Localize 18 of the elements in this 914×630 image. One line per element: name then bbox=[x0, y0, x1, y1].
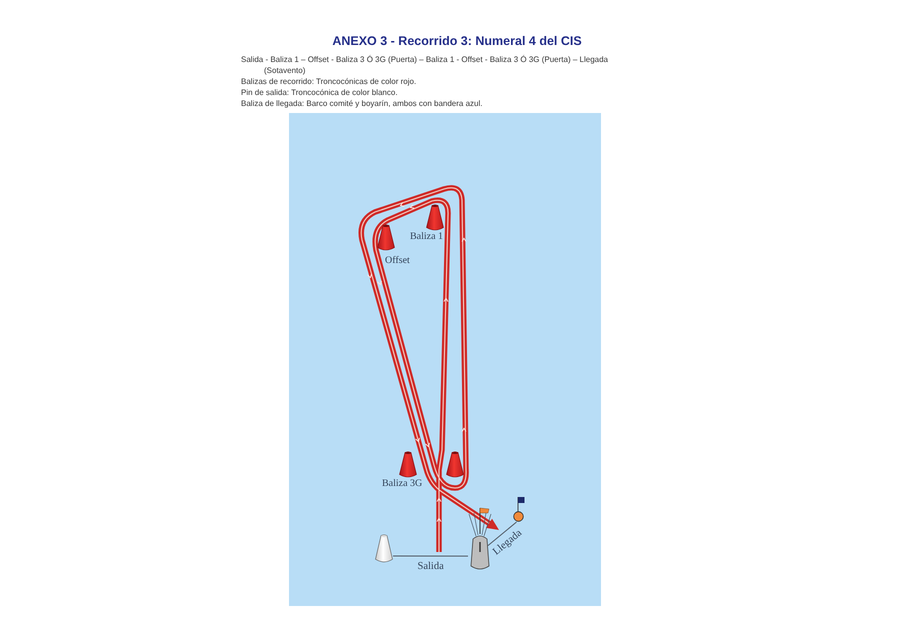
cone-marker bbox=[399, 451, 417, 478]
title: ANEXO 3 - Recorrido 3: Numeral 4 del CIS bbox=[332, 34, 582, 49]
cone-marker bbox=[377, 224, 395, 251]
cone-marker bbox=[446, 451, 464, 478]
marker-label: Offset bbox=[385, 255, 410, 267]
cone-marker bbox=[426, 204, 444, 231]
line bbox=[392, 556, 468, 557]
note-text: Salida - Baliza 1 – Offset - Baliza 3 Ó 3G (Puerta) – Baliza 1 - Offset - Baliza 3 Ó 3G (Puerta) – Llegada (Sotavento) bbox=[241, 54, 609, 76]
cone-marker bbox=[375, 534, 393, 563]
flag-buoy bbox=[512, 496, 525, 522]
boat bbox=[468, 506, 492, 572]
note-text: Pin de salida: Troncocónica de color blanco. bbox=[241, 87, 398, 98]
note-text: Balizas de recorrido: Troncocónicas de color rojo. bbox=[241, 76, 416, 87]
edge-label: Salida bbox=[418, 561, 444, 574]
line bbox=[487, 522, 518, 546]
marker-label: Baliza 3G bbox=[382, 478, 422, 490]
marker-label: Baliza 1 bbox=[410, 231, 444, 243]
note-text: Baliza de llegada: Barco comité y boyarín, ambos con bandera azul. bbox=[241, 98, 482, 109]
